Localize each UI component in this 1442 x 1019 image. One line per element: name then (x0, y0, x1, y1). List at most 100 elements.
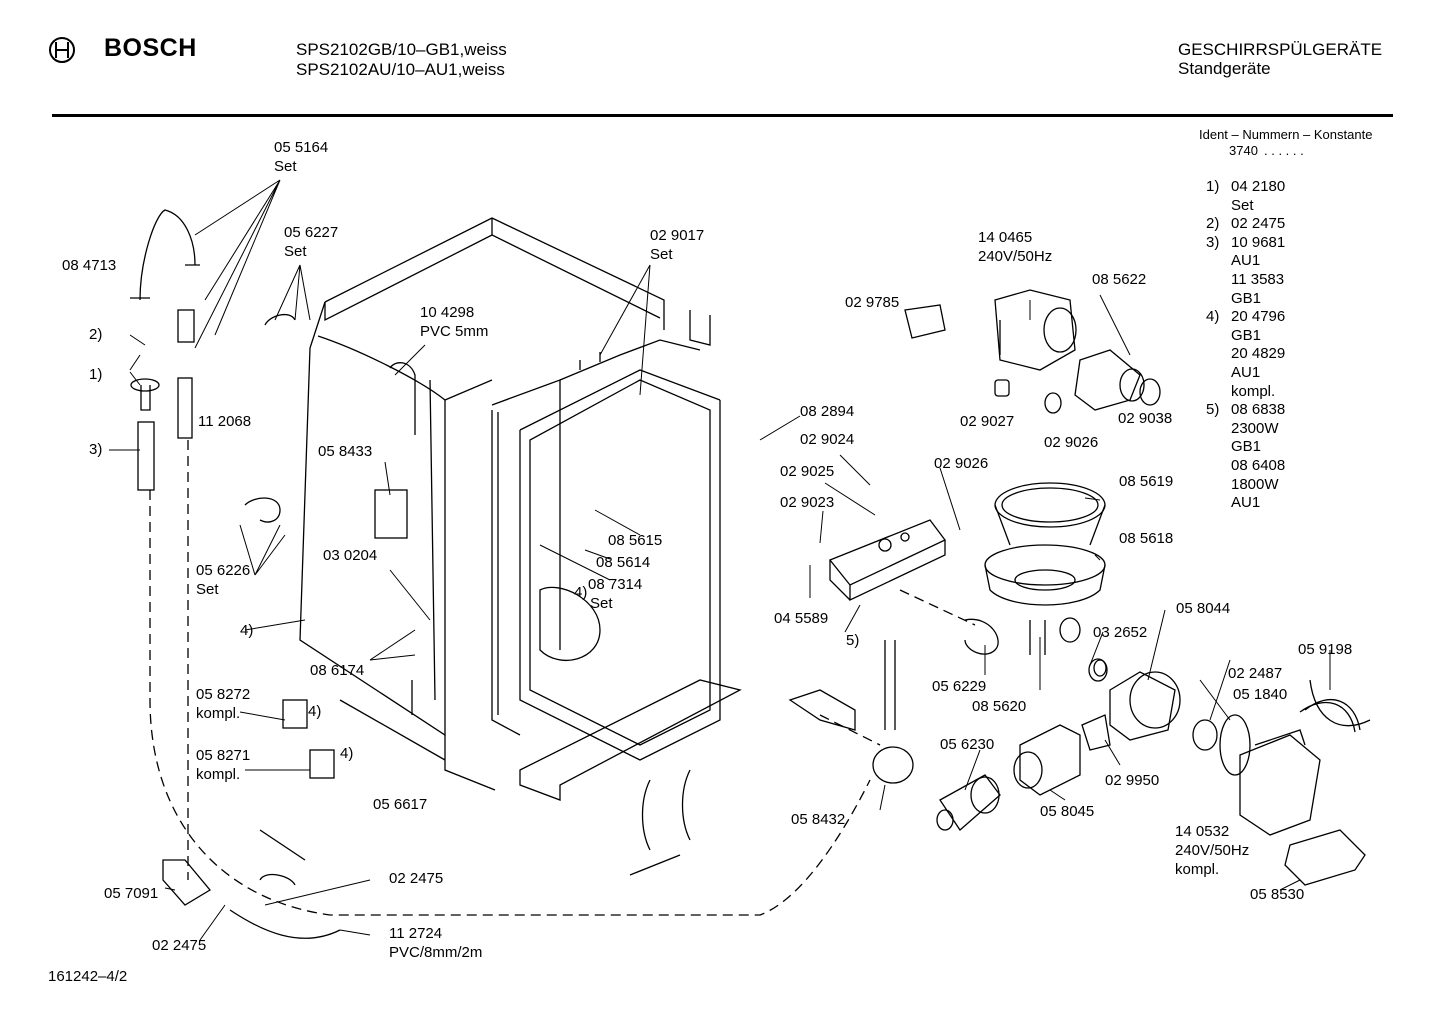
ident-row: 2)02 2475 (1206, 215, 1286, 233)
label-087314: 08 7314 (588, 576, 643, 593)
bosch-logo-icon (49, 37, 75, 63)
label-029017-set: Set (650, 246, 673, 263)
motor-lower (1192, 699, 1366, 886)
label-030204: 03 0204 (323, 547, 378, 564)
label-029026-b: 02 9026 (934, 455, 989, 472)
ident-row: 4)20 4796 (1206, 308, 1286, 326)
ident-row: GB1 (1231, 289, 1262, 307)
category-title: GESCHIRRSPÜLGERÄTE (1178, 40, 1383, 59)
label-087314-set: Set (590, 595, 613, 612)
note-5: 5) (846, 632, 860, 649)
label-029785: 02 9785 (845, 294, 900, 311)
ident-row: 11 3583 (1231, 270, 1285, 288)
motor-upper (994, 289, 1161, 414)
label-056229: 05 6229 (932, 678, 987, 695)
label-085622: 08 5622 (1092, 271, 1147, 288)
ident-row: kompl. (1231, 382, 1276, 400)
drawing-number: 161242–4/2 (48, 968, 128, 985)
label-056226-set: Set (196, 581, 219, 598)
label-112724: 11 2724 (389, 925, 443, 942)
header-divider (52, 114, 1393, 117)
label-058432: 05 8432 (791, 811, 846, 828)
ident-row: 1800W (1231, 475, 1279, 493)
ident-constant: 3740 (1229, 143, 1258, 158)
label-112724-sub: PVC/8mm/2m (389, 944, 483, 961)
pump-housing (936, 617, 1181, 831)
label-084713: 08 4713 (62, 257, 117, 274)
label-085615: 08 5615 (608, 532, 663, 549)
label-058433: 05 8433 (318, 443, 373, 460)
label-022487: 02 2487 (1228, 665, 1283, 682)
label-104298-sub: PVC 5mm (420, 323, 489, 340)
note-2: 2) (89, 326, 103, 343)
label-029038: 02 9038 (1118, 410, 1173, 427)
label-140532-sub2: kompl. (1175, 861, 1220, 878)
label-029027: 02 9027 (960, 413, 1015, 430)
label-056617: 05 6617 (373, 796, 428, 813)
label-056227: 05 6227 (284, 224, 339, 241)
ident-row: GB1 (1231, 326, 1262, 344)
label-032652: 03 2652 (1093, 624, 1148, 641)
label-022475-b: 02 2475 (152, 937, 207, 954)
label-140465-sub: 240V/50Hz (978, 248, 1053, 265)
brand-name: BOSCH (104, 34, 197, 62)
label-057091: 05 7091 (104, 885, 159, 902)
note-3: 3) (89, 441, 103, 458)
center-parts (519, 304, 1371, 876)
label-085614: 08 5614 (596, 554, 651, 571)
label-029017: 02 9017 (650, 227, 705, 244)
label-085620: 08 5620 (972, 698, 1027, 715)
label-112068: 11 2068 (198, 413, 252, 430)
label-056226: 05 6226 (196, 562, 251, 579)
label-058271-sub: kompl. (196, 766, 241, 783)
model-line-2: SPS2102AU/10–AU1,weiss (296, 60, 505, 79)
note-4-valve-b: 4) (340, 745, 354, 762)
model-line-1: SPS2102GB/10–GB1,weiss (296, 40, 507, 59)
ident-row: 20 4829 (1231, 345, 1286, 363)
ident-row: 2300W (1231, 419, 1279, 437)
label-140532-sub: 240V/50Hz (1175, 842, 1250, 859)
ident-row: 1)04 2180 (1206, 178, 1286, 195)
label-140532: 14 0532 (1175, 823, 1230, 840)
ident-row: Set (1231, 196, 1254, 214)
assembly-dash-lines (149, 440, 976, 916)
label-058272: 05 8272 (196, 686, 251, 703)
label-058271: 05 8271 (196, 747, 251, 764)
label-058045: 05 8045 (1040, 803, 1095, 820)
ident-row: 5)08 6838 (1206, 401, 1286, 419)
label-059198: 05 9198 (1298, 641, 1353, 658)
ident-row: 08 6408 (1231, 456, 1286, 474)
label-085618: 08 5618 (1119, 530, 1174, 547)
label-045589: 04 5589 (774, 610, 829, 627)
note-4-valve-a: 4) (308, 703, 322, 720)
label-051840: 05 1840 (1233, 686, 1288, 703)
label-058272-sub: kompl. (196, 705, 241, 722)
left-hoses (130, 209, 416, 939)
leader-lines (109, 179, 1331, 941)
subcategory-title: Standgeräte (1178, 59, 1271, 78)
label-029026-a: 02 9026 (1044, 434, 1099, 451)
note-1: 1) (89, 366, 103, 383)
ident-row: AU1 (1231, 363, 1261, 381)
ident-title: Ident – Nummern – Konstante (1199, 127, 1373, 142)
ident-dots: . . . . . . (1264, 143, 1304, 158)
ident-row: GB1 (1231, 438, 1262, 456)
label-104298: 10 4298 (420, 304, 475, 321)
note-4-body: 4) (240, 622, 254, 639)
ident-row: AU1 (1231, 252, 1261, 270)
ident-row: 3)10 9681 (1206, 233, 1286, 251)
ident-row: AU1 (1231, 494, 1261, 512)
label-029025: 02 9025 (780, 463, 835, 480)
dishwasher-frame (299, 217, 721, 791)
label-058044: 05 8044 (1176, 600, 1231, 617)
label-029024: 02 9024 (800, 431, 855, 448)
label-058530: 05 8530 (1250, 886, 1305, 903)
label-082894: 08 2894 (800, 403, 855, 420)
note-4-rack: 4) (574, 584, 588, 601)
label-085619: 08 5619 (1119, 473, 1174, 490)
label-086174: 08 6174 (310, 662, 365, 679)
label-056230: 05 6230 (940, 736, 995, 753)
sump-assembly (984, 482, 1106, 606)
